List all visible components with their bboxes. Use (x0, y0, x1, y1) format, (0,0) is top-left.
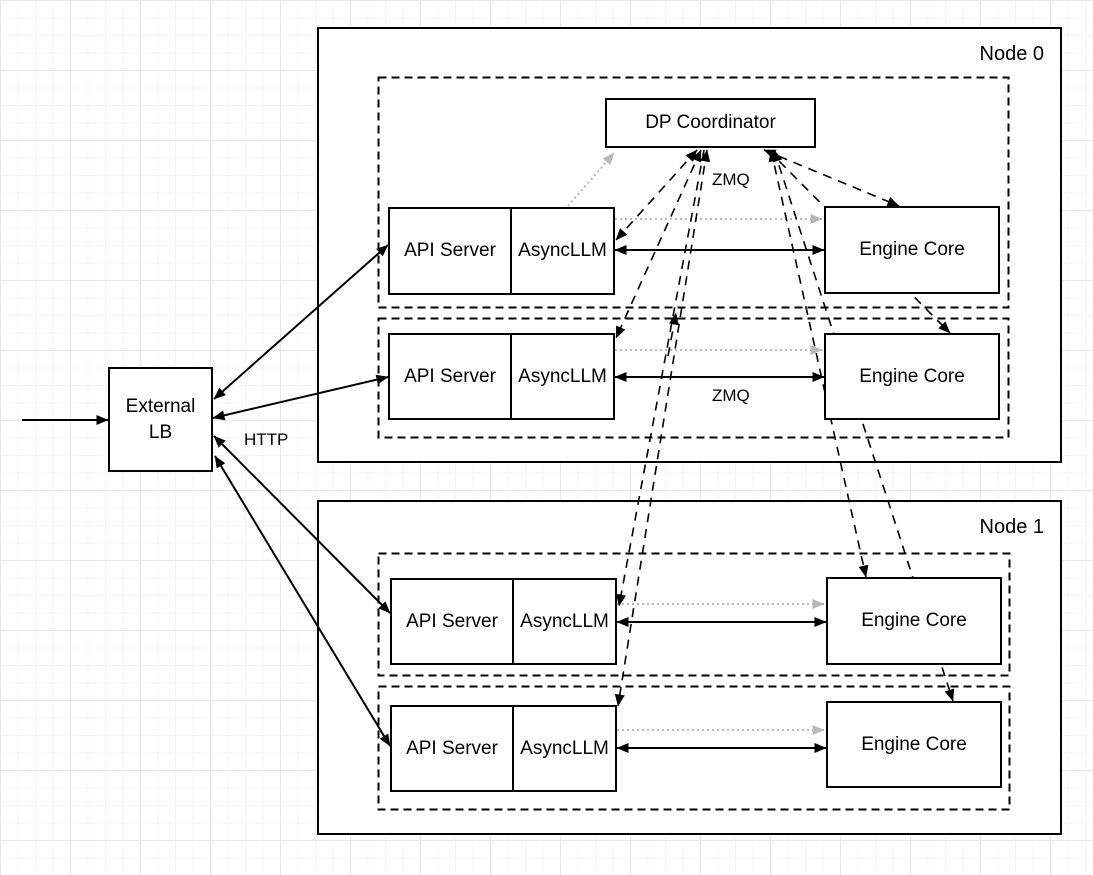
asyncllm-label: AsyncLLM (518, 365, 607, 387)
node1-label: Node 1 (979, 516, 1045, 538)
external-lb-label-line1: External (125, 395, 196, 417)
external-lb-box: External LB (108, 367, 213, 472)
api-server-asyncllm-box-1: API Server AsyncLLM (388, 207, 615, 295)
engine-core-box-1: Engine Core (824, 206, 1000, 294)
api-server-asyncllm-box-3: API Server AsyncLLM (390, 578, 617, 665)
api-server-label: API Server (390, 209, 512, 293)
node0-label: Node 0 (979, 43, 1045, 65)
http-label: HTTP (244, 430, 289, 449)
engine-core-box-2: Engine Core (824, 333, 1000, 420)
external-lb-label-line2: LB (148, 421, 173, 443)
api-server-label: API Server (392, 580, 514, 663)
api-server-asyncllm-box-2: API Server AsyncLLM (388, 333, 615, 420)
api-server-label: API Server (392, 707, 514, 790)
engine-core-box-4: Engine Core (826, 701, 1002, 788)
dp-coordinator-box: DP Coordinator (605, 98, 816, 148)
asyncllm-label: AsyncLLM (520, 737, 609, 759)
api-server-asyncllm-box-4: API Server AsyncLLM (390, 705, 617, 792)
asyncllm-label: AsyncLLM (518, 240, 607, 261)
asyncllm-label: AsyncLLM (520, 610, 609, 632)
zmq-engine-label: ZMQ (712, 386, 750, 405)
engine-core-box-3: Engine Core (826, 577, 1002, 665)
api-server-label: API Server (390, 335, 512, 418)
zmq-coordinator-label: ZMQ (712, 170, 750, 189)
